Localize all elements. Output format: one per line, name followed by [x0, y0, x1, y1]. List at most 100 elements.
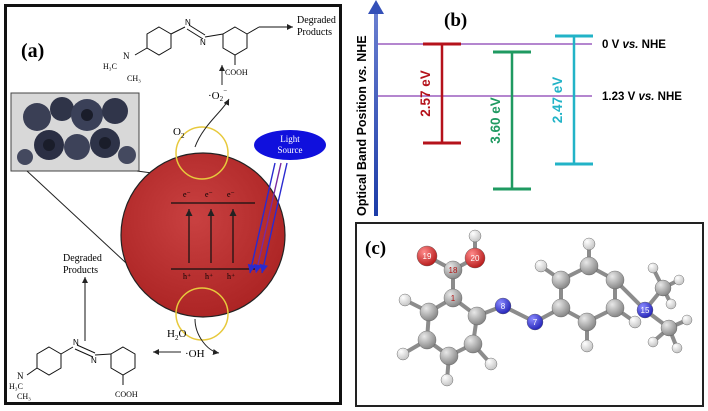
- oxygen-atom-o19: [416, 245, 438, 267]
- atom-label-o20: 20: [471, 254, 480, 263]
- zoom-line-1: [26, 170, 140, 276]
- carbon-atom-c3: [417, 330, 437, 350]
- band-bar-3: 2.47 eV: [550, 34, 593, 166]
- azo-n-top-2: N: [200, 38, 206, 47]
- atom-label-n8: 8: [501, 302, 506, 311]
- panel-c-label: (c): [365, 238, 386, 259]
- reference-line-label-1: 0 V vs. NHE: [602, 39, 666, 51]
- hydrogen-atom-h14: [534, 259, 548, 273]
- reference-line-label-2: 1.23 V vs. NHE: [602, 91, 682, 103]
- bottom-h3c-label: H₃C: [9, 382, 23, 391]
- band-bar-2: 3.60 eV: [488, 50, 531, 191]
- atom-label-c1: 1: [451, 294, 456, 303]
- light-source-ellipse: [254, 130, 326, 160]
- hydrogen-atom-hm1: [647, 262, 659, 274]
- carbon-atom-c4: [439, 346, 459, 366]
- nitrogen-atom-n7: [526, 313, 544, 331]
- tem-image: [10, 92, 140, 172]
- oxygen-atom-o20: [464, 247, 486, 269]
- o2-label: O2: [173, 126, 185, 140]
- carbon-atom-c14: [551, 270, 571, 290]
- hole-3: h⁺: [227, 272, 235, 281]
- panel-a-label: (a): [21, 40, 44, 62]
- nitrogen-atom-n15: [636, 301, 654, 319]
- carbon-atom-c9: [551, 298, 571, 318]
- carbon-atom-cm2: [660, 319, 678, 337]
- light-source-label-2: Source: [278, 145, 303, 155]
- panel-a-photocatalysis-scheme: (a) e⁻: [4, 4, 342, 405]
- panel-b-label: (b): [444, 10, 467, 31]
- carbon-atom-c12: [605, 270, 625, 290]
- band-gap-label-3: 2.47 eV: [550, 77, 565, 124]
- hole-2: h⁺: [205, 272, 213, 281]
- panel-b-ylabel: Optical Band Position vs. NHE: [355, 35, 369, 216]
- dye-molecule-bottom: [26, 277, 136, 385]
- electron-2: e⁻: [205, 190, 213, 199]
- hydrogen-atom-h13: [582, 237, 596, 251]
- panel-a-svg: (a) e⁻: [9, 15, 336, 401]
- carbon-atom-c13: [579, 256, 599, 276]
- hydrogen-atom-h3: [396, 347, 410, 361]
- panel-b-band-positions: Optical Band Position vs. NHE (b) 0 V vs…: [352, 0, 708, 218]
- top-h3c-label: H₃C: [103, 62, 117, 71]
- h2o-label: H2O: [167, 328, 186, 342]
- h2o-to-oh-arrow: [194, 318, 220, 355]
- electron-3: e⁻: [227, 190, 235, 199]
- hydrogen-atom-h10: [580, 339, 594, 353]
- degraded-left-2: Products: [63, 265, 98, 276]
- band-gap-label-1: 2.57 eV: [418, 70, 433, 117]
- azo-n-top-1: N: [185, 18, 191, 27]
- atom-label-o19: 19: [423, 252, 432, 261]
- top-n-label: N: [123, 51, 130, 61]
- hydrogen-atom-hm4: [681, 314, 693, 326]
- panel-b-svg: Optical Band Position vs. NHE (b) 0 V vs…: [355, 0, 682, 216]
- hydroxyl-label: ·OH: [185, 348, 205, 360]
- energy-axis-arrowhead: [368, 0, 384, 14]
- azo-n-bottom-1: N: [73, 338, 79, 347]
- top-ch3-label: CH₃: [127, 74, 141, 83]
- band-bars: 2.57 eV 3.60 eV 2.47 eV: [418, 34, 593, 191]
- light-source-label-1: Light: [280, 134, 300, 144]
- bottom-cooh-label: COOH: [115, 390, 138, 399]
- nitrogen-atom-n8: [494, 297, 512, 315]
- light-rays: [247, 162, 288, 274]
- photocatalyst-particle: [120, 152, 286, 318]
- top-cooh-label: COOH: [225, 68, 248, 77]
- carbon-atom-c5: [463, 334, 483, 354]
- electron-1: e⁻: [183, 190, 191, 199]
- atom-label-c18: 18: [449, 266, 458, 275]
- bottom-ch3-label: CH₃: [17, 392, 31, 401]
- hydrogen-atom-hm6: [647, 336, 659, 348]
- degraded-left-1: Degraded: [63, 253, 102, 264]
- carbon-atom-cm1: [654, 279, 672, 297]
- carbon-atom-c18: [443, 260, 463, 280]
- band-bar-1: 2.57 eV: [418, 42, 461, 145]
- degraded-top-1: Degraded: [297, 15, 336, 26]
- hydrogen-atom-hm3: [665, 298, 677, 310]
- bottom-n-label: N: [17, 371, 24, 381]
- azo-n-bottom-2: N: [91, 356, 97, 365]
- carbon-atom-c10: [577, 312, 597, 332]
- carbon-atom-c11: [605, 298, 625, 318]
- superoxide-label: ·O2⁻: [208, 88, 227, 103]
- hydrogen-atom-h5: [484, 357, 498, 371]
- carbon-atom-c2: [419, 302, 439, 322]
- hydrogen-atom-h20: [468, 229, 482, 243]
- band-gap-label-2: 3.60 eV: [488, 97, 503, 144]
- atom-label-n15: 15: [641, 306, 650, 315]
- hydrogen-atom-hm5: [671, 342, 683, 354]
- carbon-atom-c6: [467, 306, 487, 326]
- atom-label-n7: 7: [533, 318, 538, 327]
- hole-1: h⁺: [183, 272, 191, 281]
- reduction-site-circle: [175, 126, 229, 180]
- hydrogen-atom-h4: [440, 373, 454, 387]
- reference-lines: 0 V vs. NHE 1.23 V vs. NHE: [378, 39, 682, 103]
- hydrogen-atom-hm2: [673, 274, 685, 286]
- o2-to-superoxide-arrow: [194, 98, 230, 148]
- hydrogen-atom-h11: [628, 315, 642, 329]
- dye-molecule-top: [134, 24, 293, 65]
- hydrogen-atom-h2: [398, 293, 412, 307]
